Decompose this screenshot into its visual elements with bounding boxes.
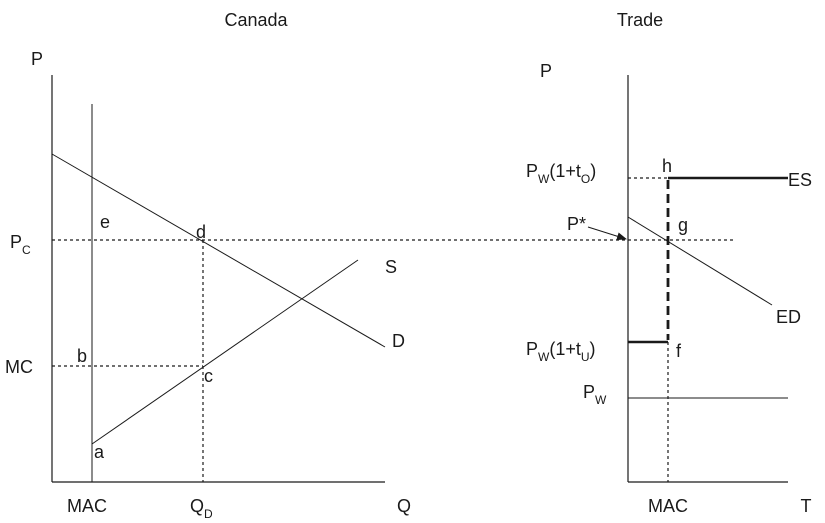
world-price-main: P <box>583 382 595 402</box>
pc-price-label: PC <box>10 232 31 257</box>
pc-price-main: P <box>10 232 22 252</box>
lower-tariff-close: ) <box>590 339 596 359</box>
point-a-label: a <box>94 442 105 462</box>
trade-mac-quantity-label: MAC <box>648 496 688 516</box>
point-g-label: g <box>678 215 688 235</box>
point-h-label: h <box>662 156 672 176</box>
qd-quantity-main: Q <box>190 496 204 516</box>
excess-demand-curve <box>627 216 773 306</box>
upper-tariff-close: ) <box>590 161 596 181</box>
world-price-subscript: W <box>595 393 607 407</box>
demand-curve-label: D <box>392 331 405 351</box>
point-c-label: c <box>204 366 213 386</box>
mc-price-label: MC <box>5 357 33 377</box>
canada-panel-title: Canada <box>224 10 288 30</box>
point-d-label: d <box>196 222 206 242</box>
pstar-label: P* <box>567 214 586 234</box>
point-f-label: f <box>676 341 682 361</box>
trade-price-axis-label: P <box>540 61 552 81</box>
world-price-label: PW <box>583 382 607 407</box>
demand-curve <box>51 153 386 348</box>
canada-quantity-axis-label: Q <box>397 496 411 516</box>
pstar-arrow <box>587 226 627 241</box>
excess-demand-label: ED <box>776 307 801 327</box>
upper-tariff-price-label: PW(1+tO) <box>526 161 596 186</box>
trade-quantity-axis-label: T <box>801 496 812 516</box>
qd-quantity-subscript: D <box>204 507 213 521</box>
pc-price-subscript: C <box>22 243 31 257</box>
point-e-label: e <box>100 212 110 232</box>
upper-tariff-p: P <box>526 161 538 181</box>
upper-tariff-w-subscript: W <box>538 172 550 186</box>
lower-tariff-u-subscript: U <box>581 350 590 364</box>
supply-curve-label: S <box>385 257 397 277</box>
lower-tariff-w-subscript: W <box>538 350 550 364</box>
upper-tariff-o-subscript: O <box>581 172 590 186</box>
supply-curve <box>91 259 359 445</box>
lower-tariff-p: P <box>526 339 538 359</box>
qd-quantity-label: QD <box>190 496 213 521</box>
excess-supply-label: ES <box>788 170 812 190</box>
lower-tariff-price-label: PW(1+tU) <box>526 339 596 364</box>
canada-mac-quantity-label: MAC <box>67 496 107 516</box>
canada-price-axis-label: P <box>31 49 43 69</box>
upper-tariff-open: (1+t <box>549 161 581 181</box>
trade-panel-title: Trade <box>617 10 663 30</box>
point-b-label: b <box>77 346 87 366</box>
lower-tariff-open: (1+t <box>549 339 581 359</box>
